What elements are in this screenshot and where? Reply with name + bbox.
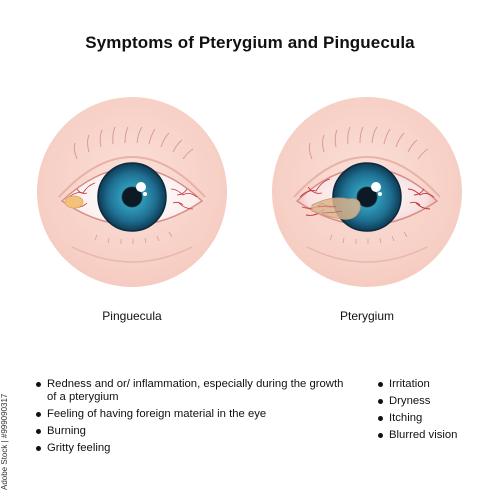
eyelashes — [308, 126, 429, 160]
list-item: Blurred vision — [378, 429, 488, 442]
page-title: Symptoms of Pterygium and Pinguecula — [85, 33, 415, 52]
stock-credit: Adobe Stock | #999090317 — [0, 393, 9, 490]
blood-vessels — [299, 178, 435, 216]
list-item: Feeling of having foreign material in th… — [36, 408, 346, 421]
symptoms-list-right: Irritation Dryness Itching Blurred visio… — [378, 378, 488, 446]
pterygium-growth — [311, 197, 361, 220]
pterygium-label: Pterygium — [339, 309, 395, 323]
blood-vessels — [68, 182, 198, 210]
symptoms-list-left: Redness and or/ inflammation, especially… — [36, 378, 346, 459]
pinguecula-spot — [64, 195, 84, 209]
list-item: Itching — [378, 412, 488, 425]
pinguecula-label: Pinguecula — [102, 309, 162, 323]
list-item: Dryness — [378, 395, 488, 408]
eye-highlight — [136, 182, 146, 192]
eye-highlight — [371, 182, 381, 192]
list-item: Burning — [36, 425, 346, 438]
iris — [98, 163, 166, 231]
eyelashes — [73, 126, 194, 160]
list-item: Gritty feeling — [36, 442, 346, 455]
pinguecula-eye-illustration — [37, 97, 227, 287]
pterygium-eye-illustration — [272, 97, 462, 287]
list-item: Irritation — [378, 378, 488, 391]
list-item: Redness and or/ inflammation, especially… — [36, 378, 346, 404]
